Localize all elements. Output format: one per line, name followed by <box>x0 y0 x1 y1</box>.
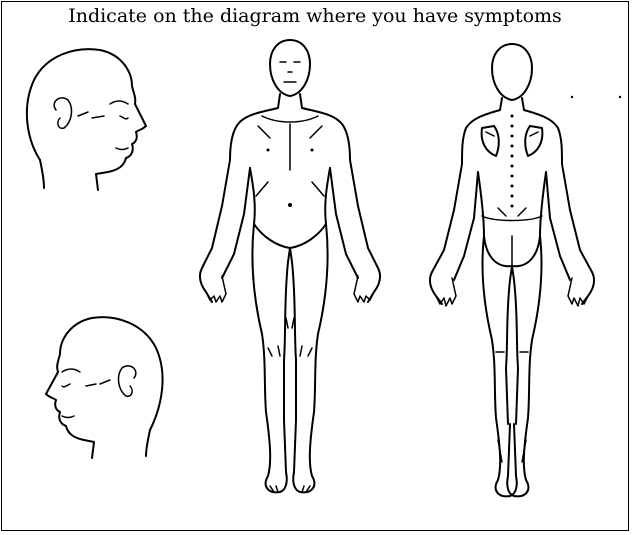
head-profile-right-icon[interactable] <box>27 49 146 190</box>
body-back-icon[interactable] <box>430 44 594 496</box>
head-profile-left-icon[interactable] <box>46 317 163 458</box>
body-front-icon[interactable] <box>200 40 380 492</box>
